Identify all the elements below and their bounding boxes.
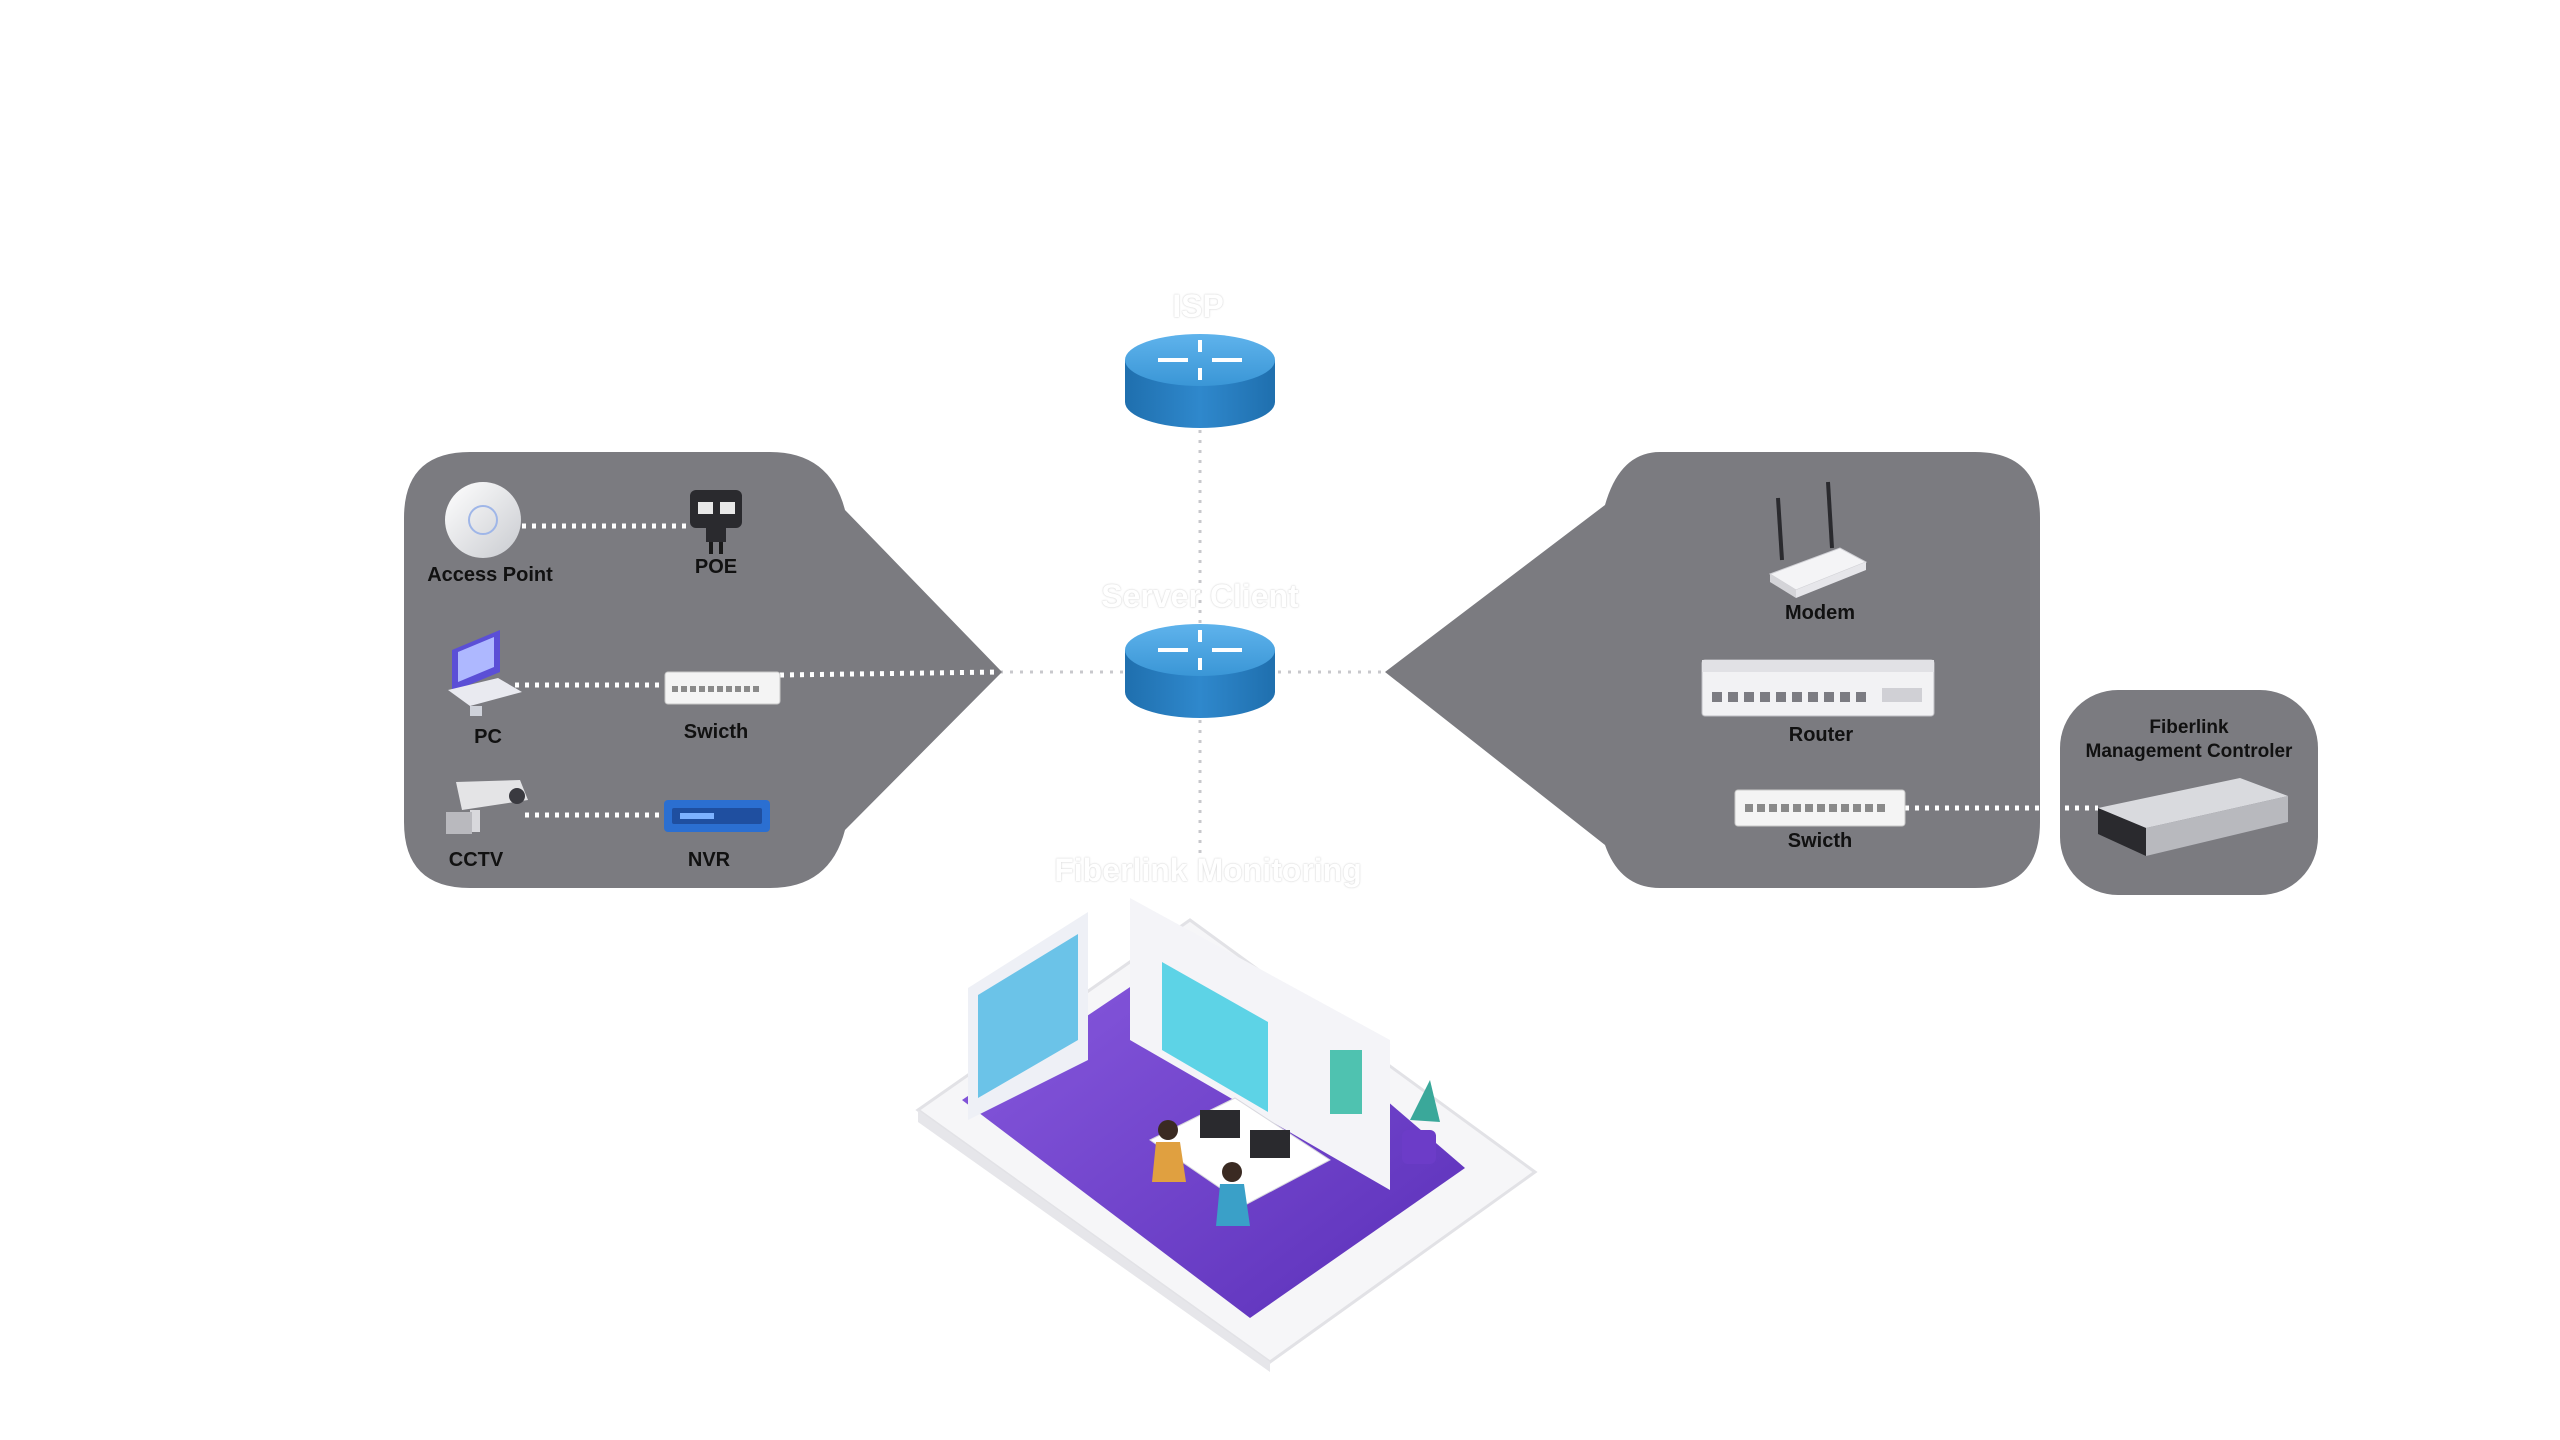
nvr-icon: [664, 800, 770, 832]
modem-icon: [1768, 481, 1868, 598]
server-client-label: Server Client: [1101, 578, 1299, 614]
monitoring-room-illustration: [915, 898, 1538, 1372]
monitoring-label: Fiberlink Monitoring: [1054, 852, 1362, 888]
server-client-router-icon: [1125, 624, 1275, 718]
modem-label: Modem: [1785, 602, 1855, 624]
router-label: Router: [1788, 724, 1854, 746]
access-point-icon: [445, 482, 521, 558]
cctv-label: CCTV: [448, 849, 504, 871]
isp-label: ISP: [1172, 288, 1224, 324]
left-switch-label: Swicth: [683, 721, 749, 743]
nvr-label: NVR: [687, 849, 731, 871]
controller-label-line2: Management Controler: [2085, 741, 2293, 762]
right-switch-icon: [1734, 789, 1906, 827]
right-switch-label: Swicth: [1787, 830, 1853, 852]
controller-label-line1: Fiberlink: [2149, 717, 2229, 738]
pc-icon: [448, 630, 522, 716]
poe-icon: [690, 490, 742, 554]
isp-router-icon: [1125, 334, 1275, 428]
pc-label: PC: [474, 726, 502, 748]
controller-label: Fiberlink Management Controler: [2086, 716, 2293, 764]
left-panel: [404, 452, 1002, 888]
router-icon: [1701, 659, 1935, 717]
access-point-label: Access Point: [427, 564, 553, 586]
center-links: [1000, 430, 1390, 870]
left-switch-icon: [664, 671, 781, 705]
controller-device-icon: [2098, 778, 2288, 856]
cctv-icon: [446, 780, 528, 834]
left-links: [515, 523, 1001, 818]
poe-label: POE: [694, 556, 738, 578]
